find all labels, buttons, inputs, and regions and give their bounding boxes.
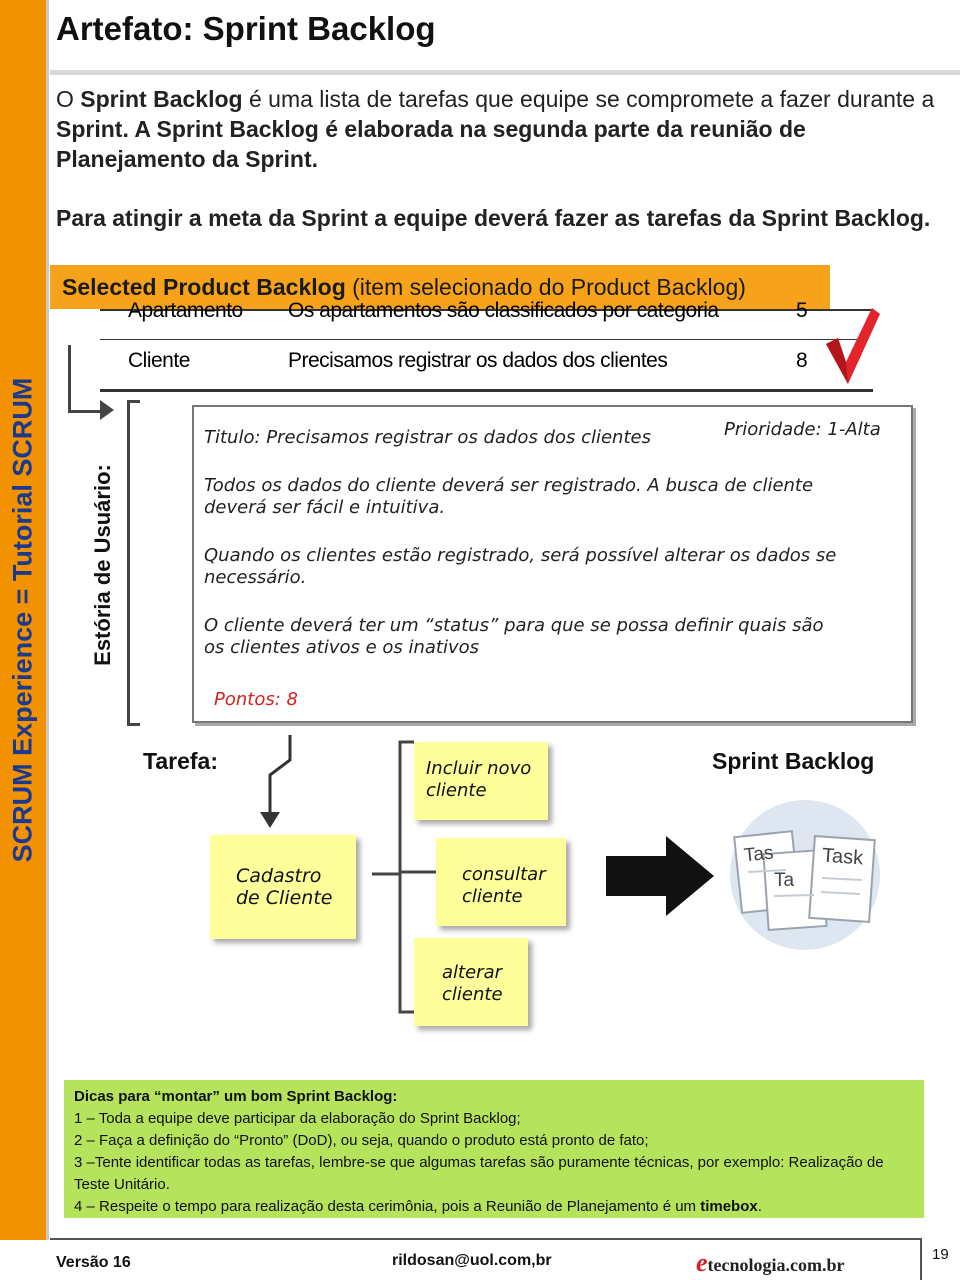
footer-divider [50,1238,920,1240]
story-paragraph-1: Todos os dados do cliente deverá ser reg… [204,475,814,518]
brand-e: e [696,1248,708,1277]
row-points: 8 [796,349,808,372]
tips-heading-a: Dicas para [74,1088,155,1105]
task-label-front: Task [821,844,864,870]
connector-arrow-icon [100,400,114,420]
intro-text-b: Sprint Backlog [80,86,243,112]
story-priority: Prioridade: 1-Alta [724,419,881,440]
story-title: Titulo: Precisamos registrar os dados do… [204,427,651,448]
tips-heading-b: “montar” [154,1088,220,1105]
tips-line-4-c: . [757,1198,762,1215]
footer-page-number: 19 [932,1246,949,1263]
intro-text-d: Sprint. A Sprint Backlog é elaborada na … [56,116,806,172]
tips-heading: Dicas para “montar” um bom Sprint Backlo… [74,1086,914,1108]
story-paragraph-2: Quando os clientes estão registrado, ser… [204,545,837,588]
row-desc: Precisamos registrar os dados dos client… [288,349,668,372]
sticky-alterar-cliente: alterar cliente [414,938,528,1026]
intro-text-a: O [56,86,81,112]
table-divider [100,339,860,340]
task-label-back: Tas [742,842,775,867]
intro-text-c: é uma lista de tarefas que equipe se com… [242,86,935,112]
sticky-cadastro-cliente: Cadastro de Cliente [210,835,356,939]
intro-paragraph: O Sprint Backlog é uma lista de tarefas … [56,84,936,174]
selected-backlog-banner: Selected Product Backlog (item seleciona… [50,265,830,309]
sticky-incluir-cliente: Incluir novo cliente [414,742,548,820]
table-row: Apartamento Os apartamentos são classifi… [100,299,873,325]
sprint-backlog-label: Sprint Backlog [712,748,875,774]
footer-email: rildosan@uol.com,br [392,1252,552,1269]
selected-banner-bold: Selected Product Backlog [62,274,346,300]
tips-line-4: 4 – Respeite o tempo para realização des… [74,1196,914,1218]
tips-line-1: 1 – Toda a equipe deve participar da ela… [74,1110,521,1127]
sticky-consultar-cliente: consultar cliente [436,838,566,926]
task-documents-icon: Tas Ta Task [722,800,888,950]
product-backlog-table: Apartamento Os apartamentos são classifi… [100,299,873,392]
row-desc: Os apartamentos são classificados por ca… [288,299,719,322]
table-row: Cliente Precisamos registrar os dados do… [100,343,873,383]
story-bracket [127,400,140,726]
title-divider [50,70,960,75]
story-points: Pontos: 8 [214,689,298,710]
row-item: Cliente [128,349,190,372]
row-item: Apartamento [128,299,243,322]
tips-line-4-a: 4 – Respeite o tempo para realização des… [74,1198,701,1215]
sidebar: SCRUM Experience = Tutorial SCRUM [0,0,46,1240]
tips-line-2: 2 – Faça a definição do “Pronto” (DoD), … [74,1132,649,1149]
task-label: Tarefa: [143,748,218,774]
user-story-card: Titulo: Precisamos registrar os dados do… [192,405,913,723]
goal-paragraph: Para atingir a meta da Sprint a equipe d… [56,205,931,231]
task-label-mid: Ta [774,870,795,891]
arrow-right-icon [606,836,714,916]
footer-brand: etecnologia.com.br [696,1248,845,1278]
tips-heading-c: um bom Sprint Backlog: [219,1088,398,1105]
story-paragraph-3: O cliente deverá ter um “status” para qu… [204,615,824,658]
tips-line-4-b: timebox [700,1198,758,1215]
check-mark-icon [826,308,880,384]
task-connectors [260,735,436,1014]
row-points: 5 [796,299,808,322]
tips-box: Dicas para “montar” um bom Sprint Backlo… [64,1080,924,1218]
footer-version: Versão 16 [56,1254,131,1271]
brand-rest: tecnologia.com.br [707,1255,845,1275]
selected-banner-rest: (item selecionado do Product Backlog) [345,274,746,300]
backlog-connector [68,345,107,413]
tips-line-3: 3 –Tente identificar todas as tarefas, l… [74,1154,884,1193]
footer-page-divider [920,1238,922,1280]
page-title: Artefato: Sprint Backlog [56,10,436,47]
